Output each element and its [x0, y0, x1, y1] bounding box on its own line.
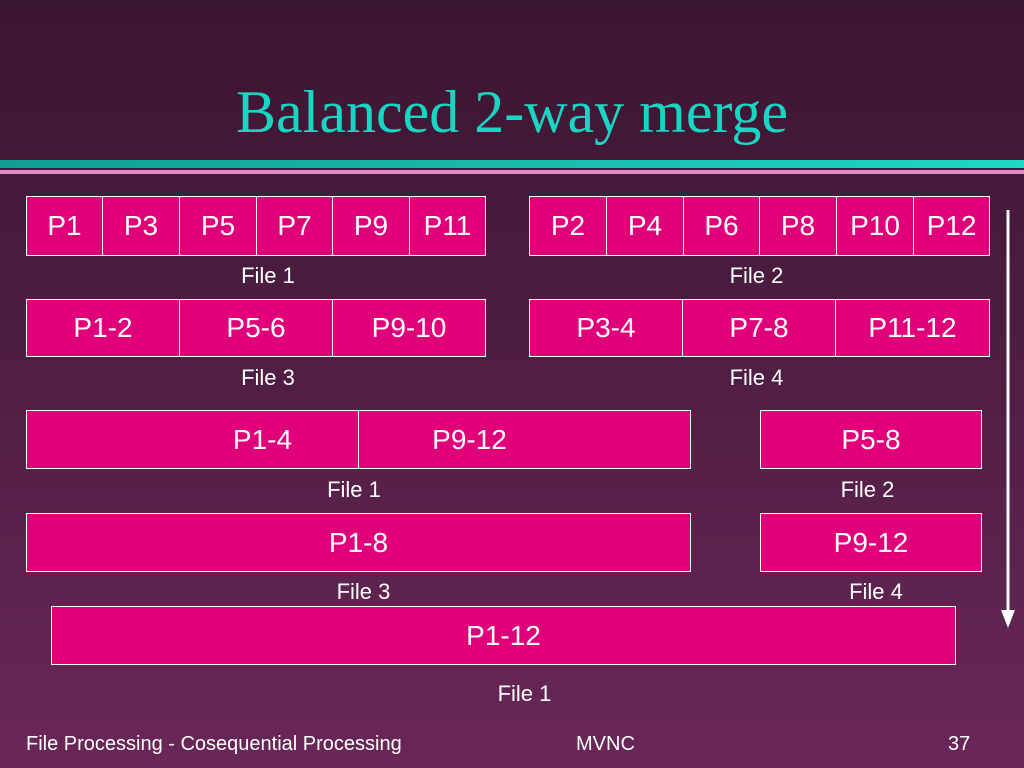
- file-label: File 4: [729, 365, 784, 390]
- file-label: File 1: [327, 477, 381, 502]
- file-label: File 4: [849, 579, 903, 604]
- file-label: File 3: [336, 579, 391, 604]
- file-label: File 3: [241, 365, 295, 390]
- footer-institution: MVNC: [576, 733, 635, 755]
- run-cell: P10: [837, 197, 914, 255]
- run-cell: P7-8: [683, 300, 836, 356]
- run-cell: P9-12: [432, 423, 507, 455]
- run-cell: P9-12: [833, 526, 909, 558]
- run-cell: P1-8: [328, 526, 389, 558]
- run-cell: P8: [760, 197, 837, 255]
- run-cell: P1-2: [27, 300, 180, 356]
- file-label: File 2: [729, 263, 784, 288]
- footer-course-title: File Processing - Cosequential Processin…: [26, 733, 402, 755]
- run-cell: P9: [333, 197, 410, 255]
- file-label: File 1: [497, 681, 552, 706]
- file2-runs-pass2: P5-8: [760, 410, 982, 469]
- file-label: File 2: [840, 477, 895, 502]
- file1-runs-initial: P1 P3 P5 P7 P9 P11: [26, 196, 486, 256]
- run-cell: P3: [103, 197, 180, 255]
- file4-runs-pass3: P9-12: [760, 513, 982, 572]
- run-cell: P11-12: [868, 312, 957, 343]
- run-cell: P4: [607, 197, 684, 255]
- run-cell: P2: [530, 197, 607, 255]
- run-cell: P5: [180, 197, 257, 255]
- run-cell: P7: [257, 197, 333, 255]
- run-cell: P1: [27, 197, 103, 255]
- run-cell: P12: [926, 210, 977, 241]
- title-underline-pink: [0, 170, 1024, 174]
- run-cell: P11: [423, 210, 472, 241]
- file-label: File 1: [241, 263, 295, 288]
- down-arrow-icon: [1001, 210, 1015, 628]
- run-cell: P1-12: [466, 619, 541, 651]
- run-cell: P5-8: [841, 423, 901, 455]
- run-cell: P1-4: [27, 411, 359, 468]
- run-cell: P3-4: [530, 300, 683, 356]
- slide-title: Balanced 2-way merge: [236, 79, 788, 145]
- title-underline-teal: [0, 160, 1024, 168]
- file3-runs-pass3: P1-8: [26, 513, 691, 572]
- file1-final-run: P1-12: [51, 606, 956, 665]
- file1-runs-pass2: P1-4 P9-12: [26, 410, 691, 469]
- file4-runs-pass1: P3-4 P7-8 P11-12: [529, 299, 990, 357]
- file2-runs-initial: P2 P4 P6 P8 P10 P12: [529, 196, 990, 256]
- slide-number: 37: [948, 733, 971, 755]
- file3-runs-pass1: P1-2 P5-6 P9-10: [26, 299, 486, 357]
- run-cell: P6: [684, 197, 760, 255]
- run-cell: P5-6: [180, 300, 333, 356]
- run-cell: P9-10: [371, 312, 447, 343]
